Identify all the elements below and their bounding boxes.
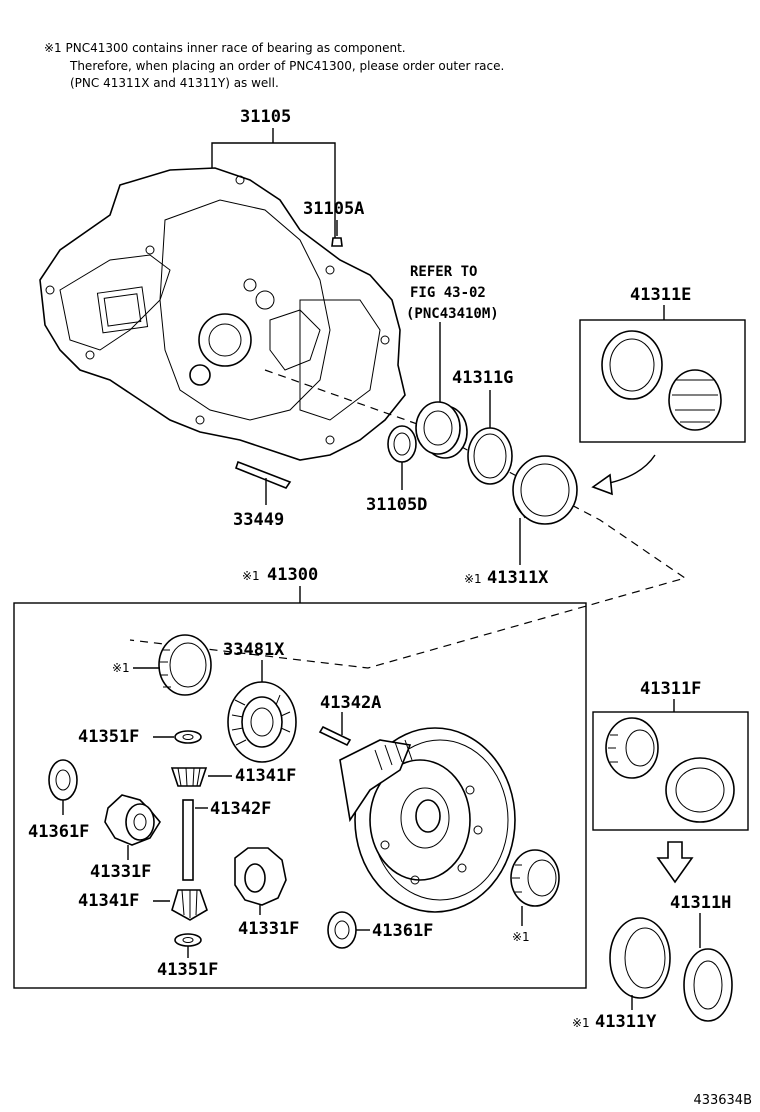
label-41311e: 41311E [630,285,691,305]
label-31105a: 31105A [303,199,364,219]
washer-41361f-left [48,759,78,801]
label-41341f-right: 41341F [235,766,296,786]
note-line-3: (PNC 41311X and 41311Y) as well. [70,76,279,90]
label-33449: 33449 [233,510,284,530]
down-arrow-icon [656,841,694,884]
washer-41351f-bottom [174,933,202,947]
refer-to-line-1: REFER TO [410,264,477,280]
label-33481x: 33481X [223,640,285,660]
pinion-41341f-left [171,889,208,921]
label-41331f-left: 41331F [90,862,151,882]
washer-41361f-bottom [327,911,357,949]
shim-41311g [467,427,513,485]
box-41311e [579,319,746,443]
oil-seal-31105d [387,425,417,463]
bearing-inner-race-top [158,634,212,696]
label-41342a: 41342A [320,693,381,713]
bearing-set-41311f [605,717,735,823]
shaft-41342f [182,799,194,881]
label-41361f-left: 41361F [28,822,89,842]
box-41300 [13,602,587,989]
figure-reference-number: 433634B [693,1093,752,1108]
drive-gear-33481x [227,681,297,763]
label-41311g: 41311G [452,368,513,388]
washer-41351f-top [174,730,202,744]
label-41361f-bottom: 41361F [372,921,433,941]
note-line-1: ※1 PNC41300 contains inner race of beari… [44,41,406,55]
bearing-set-41311e [601,330,722,431]
refer-to-line-3: (PNC43410M) [406,306,499,322]
pinion-41341f-right [170,767,208,787]
label-41351f-top: 41351F [78,727,139,747]
refer-to-line-2: FIG 43-02 [410,285,486,301]
label-41300: 41300 [267,565,318,585]
oil-seal-assembly [415,401,468,459]
shim-41311h [683,948,733,1022]
label-31105d: 31105D [366,495,427,515]
note-mark-41311x: ※1 [464,572,482,586]
label-31105: 31105 [240,107,291,127]
label-41341f-left: 41341F [78,891,139,911]
plug-31105a [331,237,343,247]
note-line-2: Therefore, when placing an order of PNC4… [70,59,505,73]
plate-33449 [235,460,292,489]
label-41311f: 41311F [640,679,701,699]
label-41351f-bottom: 41351F [157,960,218,980]
side-gear-41331f-left [104,794,161,846]
outer-race-41311y [609,917,671,999]
note-mark-bottom-bearing: ※1 [512,930,530,944]
box-41311f [592,711,749,831]
differential-case [339,727,516,913]
label-41311x: 41311X [487,568,549,588]
label-41311y: 41311Y [595,1012,657,1032]
outer-race-41311x [512,455,578,525]
label-41311h: 41311H [670,893,731,913]
note-mark-41300: ※1 [242,569,260,583]
transaxle-housing [39,167,406,461]
bearing-inner-race-bottom [510,849,560,907]
note-mark-41311y: ※1 [572,1016,590,1030]
note-mark-top-bearing: ※1 [112,661,130,675]
label-41342f: 41342F [210,799,271,819]
label-41331f-bottom: 41331F [238,919,299,939]
pin-41342a [318,725,352,747]
side-gear-41331f-bottom [234,847,287,906]
